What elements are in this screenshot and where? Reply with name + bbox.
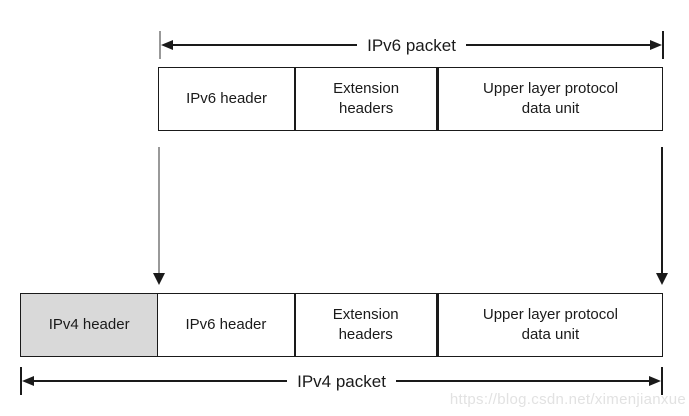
watermark-url: https://blog.csdn.net/ximenjianxue	[449, 391, 686, 408]
arrow-head	[656, 273, 668, 285]
arrowhead-right-icon	[650, 40, 663, 50]
ipv4-packet-row: IPv4 header IPv6 header Extension header…	[20, 293, 663, 357]
cell-label: headers	[339, 100, 394, 117]
cell-label: data unit	[521, 100, 580, 117]
cell-label: IPv6 header	[186, 90, 267, 107]
span-end-tick	[662, 31, 664, 59]
arrow-head	[153, 273, 165, 285]
span-line	[395, 380, 650, 382]
cell-label: Extension	[333, 80, 400, 97]
cell-label: IPv4 header	[48, 316, 130, 333]
ipv4-packet-label: IPv4 packet	[297, 371, 386, 391]
ipv6-packet-row: IPv6 header Extension headers Upper laye…	[158, 67, 663, 131]
span-end-tick	[661, 367, 663, 395]
ipv6-packet-span: IPv6 packet	[159, 31, 664, 59]
span-end-tick	[20, 367, 22, 395]
cell-label: data unit	[521, 326, 580, 343]
cell-upper-layer-pdu: Upper layer protocol data unit	[435, 294, 662, 356]
arrowhead-left-icon	[161, 40, 173, 50]
span-line	[34, 380, 288, 382]
down-arrow-right-icon	[656, 147, 668, 285]
cell-upper-layer-pdu: Upper layer protocol data unit	[436, 68, 662, 130]
cell-ipv4-header: IPv4 header	[21, 294, 158, 356]
cell-label: Upper layer protocol	[483, 80, 619, 97]
cell-label: Extension	[332, 306, 399, 323]
cell-label: Upper layer protocol	[482, 306, 618, 323]
cell-ipv6-header: IPv6 header	[157, 294, 294, 356]
span-end-tick	[159, 31, 161, 59]
arrowhead-left-icon	[22, 376, 34, 386]
arrowhead-right-icon	[649, 376, 662, 386]
arrow-shaft	[158, 147, 160, 273]
cell-extension-headers: Extension headers	[293, 294, 436, 356]
arrow-shaft	[661, 147, 663, 273]
cell-label: IPv6 header	[185, 316, 267, 333]
down-arrow-left-icon	[153, 147, 165, 285]
ipv4-packet-span: IPv4 packet	[20, 367, 663, 395]
span-line	[465, 44, 651, 46]
cell-extension-headers: Extension headers	[294, 68, 437, 130]
span-line	[173, 44, 358, 46]
ipv6-packet-label: IPv6 packet	[367, 35, 456, 55]
cell-label: headers	[338, 326, 393, 343]
cell-ipv6-header: IPv6 header	[159, 68, 295, 130]
